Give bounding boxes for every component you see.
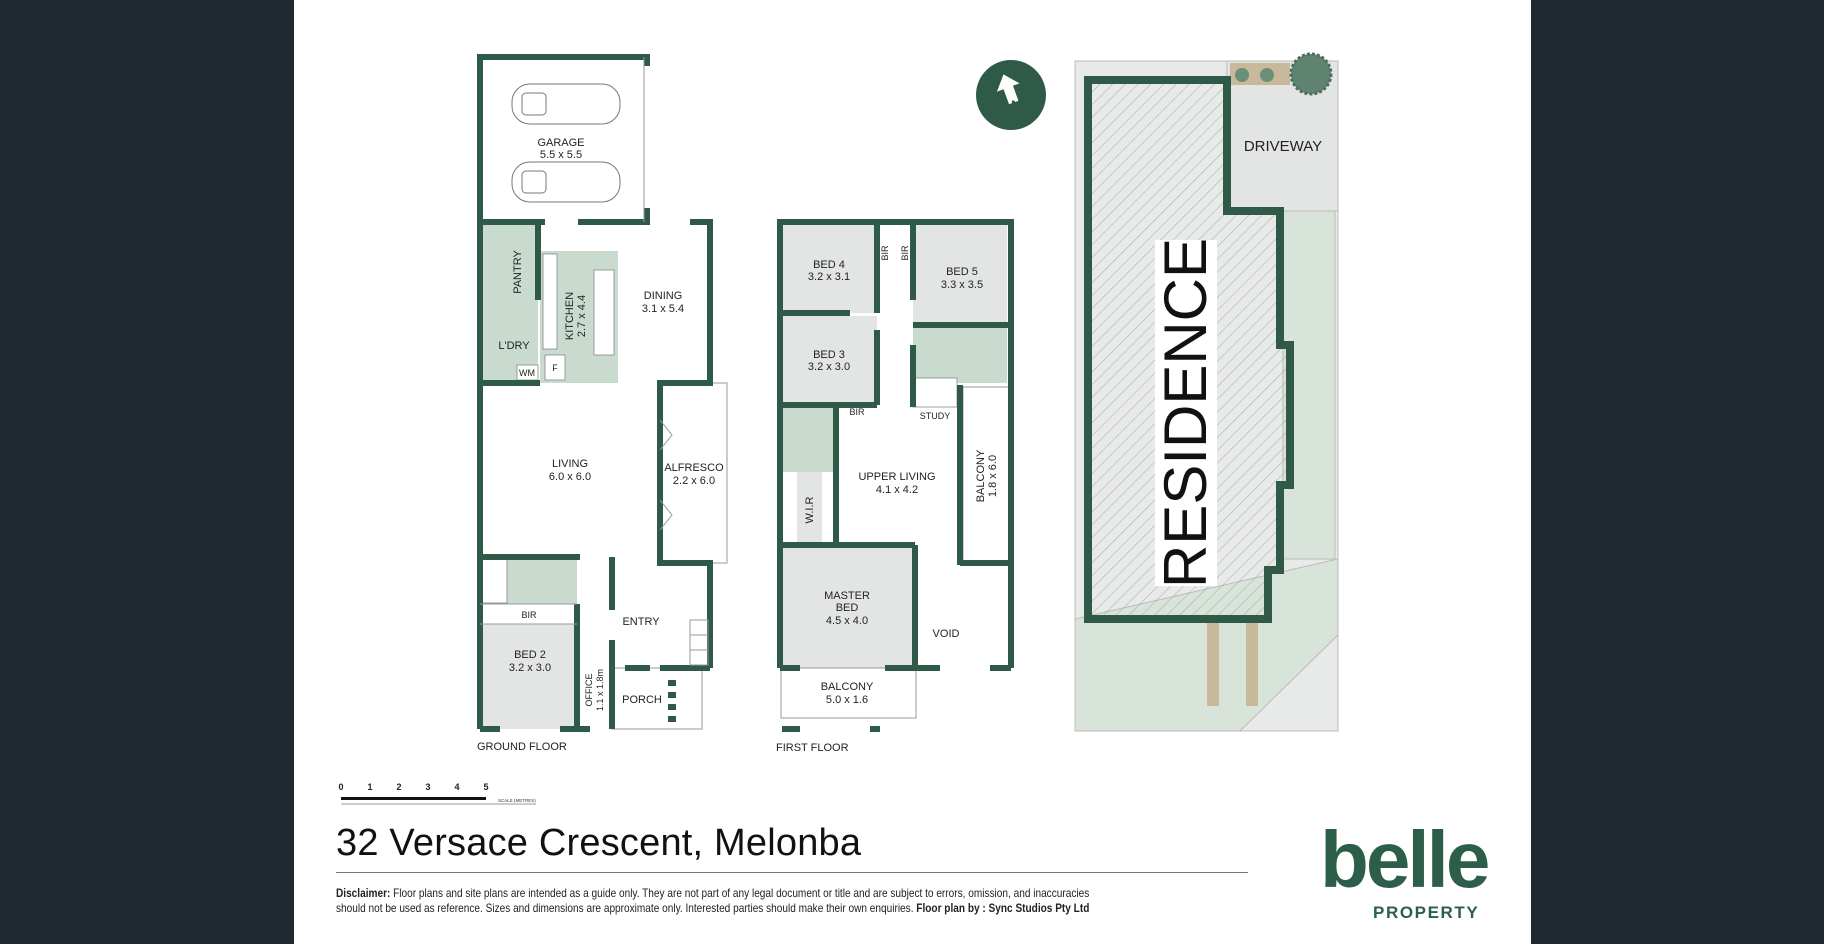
room-label: BED 2 (514, 649, 546, 661)
room-label: ENTRY (622, 616, 660, 628)
room-label: WM (519, 368, 535, 378)
room-dims: 2.2 x 6.0 (673, 475, 715, 487)
porch-area (611, 667, 703, 730)
property-address: 32 Versace Crescent, Melonba (336, 822, 862, 864)
plan-text: 1 (367, 782, 372, 792)
room-label: LIVING (552, 458, 588, 470)
first-floor-plan: BED 4 3.2 x 3.1 BIR BIR BED 5 3.3 x 3.5 … (776, 219, 1014, 754)
car-icon (511, 83, 621, 203)
bed2-area (482, 624, 577, 729)
porch-steps (668, 680, 676, 722)
room-label: BIR (521, 610, 537, 620)
room-dims: 4.1 x 4.2 (876, 484, 918, 496)
room-label: UPPER LIVING (858, 471, 935, 483)
room-label: BED (836, 602, 859, 614)
shower (481, 557, 508, 604)
ground-walls (477, 54, 713, 732)
room-dims: 6.0 x 6.0 (549, 471, 591, 483)
room-label: BIR (900, 245, 910, 261)
room-label: BED 4 (813, 259, 845, 271)
room-dims: 5.5 x 5.5 (540, 149, 582, 161)
ground-floor-plan: GARAGE 5.5 x 5.5 PANTRY KITCHEN 2.7 x 4.… (477, 54, 728, 753)
floor-label: GROUND FLOOR (477, 741, 567, 753)
room-label: BALCONY (821, 681, 874, 693)
pantry-laundry-area (482, 224, 538, 382)
north-arrow-icon: N (976, 60, 1046, 130)
room-dims: 3.2 x 3.0 (509, 662, 551, 674)
floor-plan-credit: Floor plan by : Sync Studios Pty Ltd (916, 901, 1090, 915)
plan-text: 3 (425, 782, 430, 792)
belle-logo: belle (1320, 815, 1490, 904)
disclaimer: Disclaimer: Floor plans and site plans a… (336, 886, 1089, 916)
room-label: OFFICE (584, 674, 594, 707)
room-label: GARAGE (537, 137, 584, 149)
room-dims: 1.8 x 6.0 (987, 455, 999, 497)
room-label: BALCONY (975, 449, 987, 502)
room-dims: 3.2 x 3.0 (808, 361, 850, 373)
plan-text: 2 (396, 782, 401, 792)
disclaimer-heading: Disclaimer: (336, 886, 391, 900)
room-label: BED 3 (813, 349, 845, 361)
plan-text: 0 (338, 782, 343, 792)
room-label: MASTER (824, 590, 870, 602)
ground-thin-lines (480, 57, 709, 666)
fridge (544, 354, 566, 381)
room-label: BIR (849, 407, 865, 417)
plan-text: 5 (483, 782, 488, 792)
room-dims: 3.3 x 3.5 (941, 279, 983, 291)
room-label: DINING (644, 290, 683, 302)
room-label: F (552, 363, 558, 373)
room-label: L'DRY (498, 340, 530, 352)
room-label: W.I.R (804, 497, 816, 524)
disclaimer-text: should not be used as reference. Sizes a… (336, 901, 917, 915)
room-dims: 4.5 x 4.0 (826, 615, 868, 627)
room-dims: 2.7 x 4.4 (576, 295, 588, 337)
kitchen-island (593, 269, 615, 356)
tree-icon (1289, 52, 1333, 96)
plan-text: 4 (454, 782, 459, 792)
site-plan: RESIDENCE DRIVEWAY (1074, 52, 1339, 732)
room-label: ALFRESCO (664, 462, 724, 474)
room-label: BED 5 (946, 266, 978, 278)
room-label: BIR (880, 245, 890, 261)
room-label: PANTRY (512, 250, 524, 294)
room-dims: 3.1 x 5.4 (642, 303, 684, 315)
room-label: KITCHEN (564, 292, 576, 340)
room-dims: 3.2 x 3.1 (808, 271, 850, 283)
room-label: VOID (933, 628, 960, 640)
plan-text: N (1011, 97, 1021, 113)
alfresco-area (659, 382, 728, 564)
residence-label: RESIDENCE (1152, 238, 1219, 588)
disclaimer-text: Floor plans and site plans are intended … (390, 886, 1090, 900)
divider (336, 872, 1248, 873)
room-dims: 1.1 x 1.8m (595, 669, 605, 711)
driveway-label: DRIVEWAY (1244, 138, 1322, 155)
room-label: STUDY (920, 411, 951, 421)
first-floor-walls (777, 219, 1014, 732)
kitchen-bench (542, 253, 558, 350)
room-dims: 5.0 x 1.6 (826, 694, 868, 706)
room-label: PORCH (622, 694, 662, 706)
floor-label: FIRST FLOOR (776, 742, 849, 754)
belle-logo-subtitle: PROPERTY (1373, 903, 1480, 922)
plan-text: SCALE (METRES) (498, 798, 536, 803)
scale-bar: 0 1 2 3 4 5 SCALE (METRES) (338, 782, 536, 805)
